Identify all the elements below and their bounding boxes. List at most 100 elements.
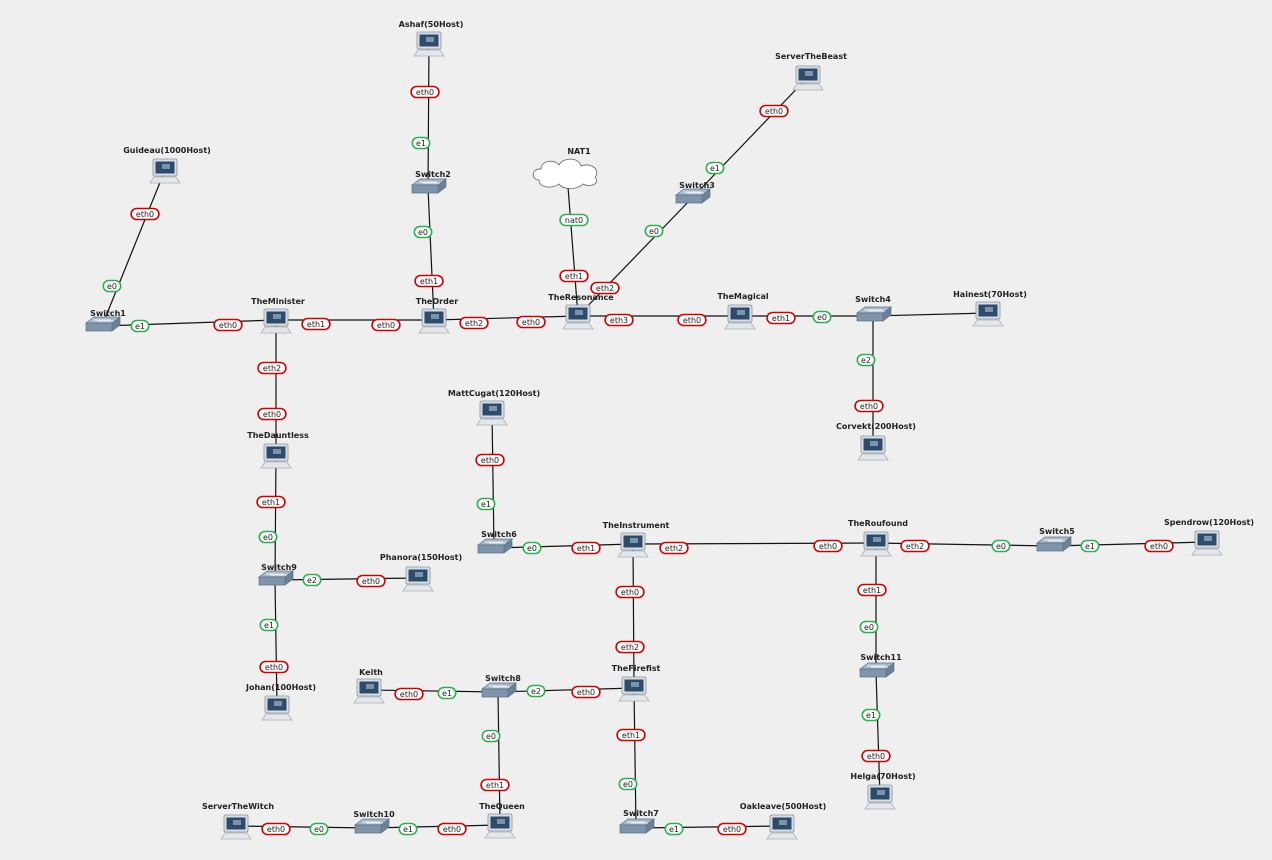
port-label-box xyxy=(859,620,879,634)
link-switch4-hainest[interactable] xyxy=(872,312,989,317)
port-label-box xyxy=(813,539,843,553)
node-keith[interactable]: Keith xyxy=(353,668,385,704)
screen-glyph xyxy=(877,790,885,795)
port-label-text: e0 xyxy=(486,732,496,741)
link-serverthewitch-switch10[interactable] xyxy=(235,825,372,829)
port-label-box xyxy=(481,729,501,743)
node-label: Helga(70Host) xyxy=(850,772,915,781)
link-thefirefist-switch7[interactable] xyxy=(633,687,637,829)
switch-side xyxy=(1062,536,1072,552)
port-label-e1: e1 xyxy=(476,497,496,511)
link-keith-switch8[interactable] xyxy=(368,689,499,693)
computer-icon xyxy=(972,301,1004,327)
node-hainest[interactable]: Hainest(70Host) xyxy=(953,290,1027,327)
port-label-box xyxy=(615,585,645,599)
port-label-text: e1 xyxy=(416,139,426,148)
port-label-box xyxy=(766,311,796,325)
port-label-e1: e1 xyxy=(437,686,457,700)
link-ashaf-switch2[interactable] xyxy=(427,42,430,189)
node-label: TheInstrument xyxy=(603,521,670,530)
link-switch9-johan[interactable] xyxy=(274,579,278,708)
node-switch5[interactable]: Switch5 xyxy=(1035,527,1075,552)
node-switch11[interactable]: Switch11 xyxy=(858,653,902,678)
link-switch9-phanora[interactable] xyxy=(274,577,419,581)
link-switch7-oakleave[interactable] xyxy=(635,825,783,829)
node-nat1[interactable]: NAT1 xyxy=(532,147,598,189)
node-switch2[interactable]: Switch2 xyxy=(410,170,451,194)
port-label-box xyxy=(522,541,542,555)
node-theminister[interactable]: TheMinister xyxy=(251,297,305,334)
node-switch9[interactable]: Switch9 xyxy=(257,563,297,586)
port-label-box xyxy=(411,136,431,150)
node-mattcugat[interactable]: MattCugat(120Host) xyxy=(448,389,540,426)
node-spendrow[interactable]: Spendrow(120Host) xyxy=(1164,518,1254,556)
link-theorder-theresonance[interactable] xyxy=(433,315,579,321)
node-serverthewitch[interactable]: ServerTheWitch xyxy=(202,802,274,840)
port-label-box xyxy=(259,660,289,674)
node-helga[interactable]: Helga(70Host) xyxy=(850,772,916,810)
node-switch1[interactable]: Switch1 xyxy=(84,309,126,332)
link-switch10-thequeen[interactable] xyxy=(370,824,501,829)
node-oakleave[interactable]: Oakleave(500Host) xyxy=(740,802,827,840)
link-guideau-switch1[interactable] xyxy=(101,169,166,327)
node-johan[interactable]: Johan(100Host) xyxy=(245,683,316,721)
switch-icon xyxy=(858,662,896,678)
node-theorder[interactable]: TheOrder xyxy=(416,297,458,334)
node-switch6[interactable]: Switch6 xyxy=(476,530,517,554)
link-switch3-theresonance[interactable] xyxy=(577,197,693,317)
node-switch4[interactable]: Switch4 xyxy=(855,295,893,322)
switch-side xyxy=(645,818,655,834)
link-switch8-thequeen[interactable] xyxy=(497,691,501,826)
keyboard-base xyxy=(860,549,892,557)
node-label: Switch11 xyxy=(860,653,902,662)
node-thedauntless[interactable]: TheDauntless xyxy=(247,431,309,469)
keyboard-base xyxy=(413,49,445,57)
link-serverthebeast-switch3[interactable] xyxy=(691,76,809,199)
link-switch1-theminister[interactable] xyxy=(101,319,277,327)
computer-icon xyxy=(413,31,445,57)
node-ashaf[interactable]: Ashaf(50Host) xyxy=(399,20,464,57)
node-guideau[interactable]: Guideau(1000Host) xyxy=(123,146,211,184)
port-label-box xyxy=(410,85,440,99)
node-switch7[interactable]: Switch7 xyxy=(618,809,659,834)
node-theroufound[interactable]: TheRoufound xyxy=(848,519,908,557)
link-mattcugat-switch6[interactable] xyxy=(491,411,495,549)
node-switch8[interactable]: Switch8 xyxy=(480,674,521,698)
port-label-text: eth0 xyxy=(362,577,380,586)
node-switch10[interactable]: Switch10 xyxy=(353,810,395,834)
keyboard-base xyxy=(857,453,889,461)
node-theresonance[interactable]: TheResonance xyxy=(548,293,614,330)
keyboard-base xyxy=(724,322,756,330)
link-nat1-theresonance[interactable] xyxy=(566,173,579,317)
node-serverthebeast[interactable]: ServerTheBeast xyxy=(775,52,847,91)
node-corvekt[interactable]: Corvekt(200Host) xyxy=(836,422,916,461)
switch-icon xyxy=(618,818,656,834)
computer-icon xyxy=(618,676,650,702)
node-thefirefist[interactable]: TheFirefist xyxy=(612,664,661,702)
port-label-box xyxy=(618,777,638,791)
switch-front xyxy=(675,194,703,204)
link-switch6-theinstrument[interactable] xyxy=(493,543,634,549)
port-label-eth1: eth1 xyxy=(571,541,601,555)
node-switch3[interactable]: Switch3 xyxy=(674,181,715,204)
port-label-box xyxy=(991,539,1011,553)
node-label: NAT1 xyxy=(567,147,591,156)
link-switch2-theorder[interactable] xyxy=(427,187,435,321)
switch-arrows xyxy=(864,309,885,312)
node-label: Guideau(1000Host) xyxy=(123,146,211,155)
link-thedauntless-switch9[interactable] xyxy=(274,454,277,581)
port-label-box xyxy=(900,539,930,553)
link-switch5-spendrow[interactable] xyxy=(1052,541,1208,547)
node-label: Ashaf(50Host) xyxy=(399,20,464,29)
link-switch11-helga[interactable] xyxy=(875,671,881,797)
node-label: TheRoufound xyxy=(848,519,908,528)
port-label-eth1: eth1 xyxy=(559,269,589,283)
node-phanora[interactable]: Phanora(150Host) xyxy=(380,553,462,592)
link-theinstrument-thefirefist[interactable] xyxy=(632,543,635,689)
port-label-text: e1 xyxy=(866,711,876,720)
node-themagical[interactable]: TheMagical xyxy=(717,292,769,330)
node-thequeen[interactable]: TheQueen xyxy=(479,802,525,839)
link-switch8-thefirefist[interactable] xyxy=(497,687,635,693)
node-theinstrument[interactable]: TheInstrument xyxy=(603,521,670,558)
